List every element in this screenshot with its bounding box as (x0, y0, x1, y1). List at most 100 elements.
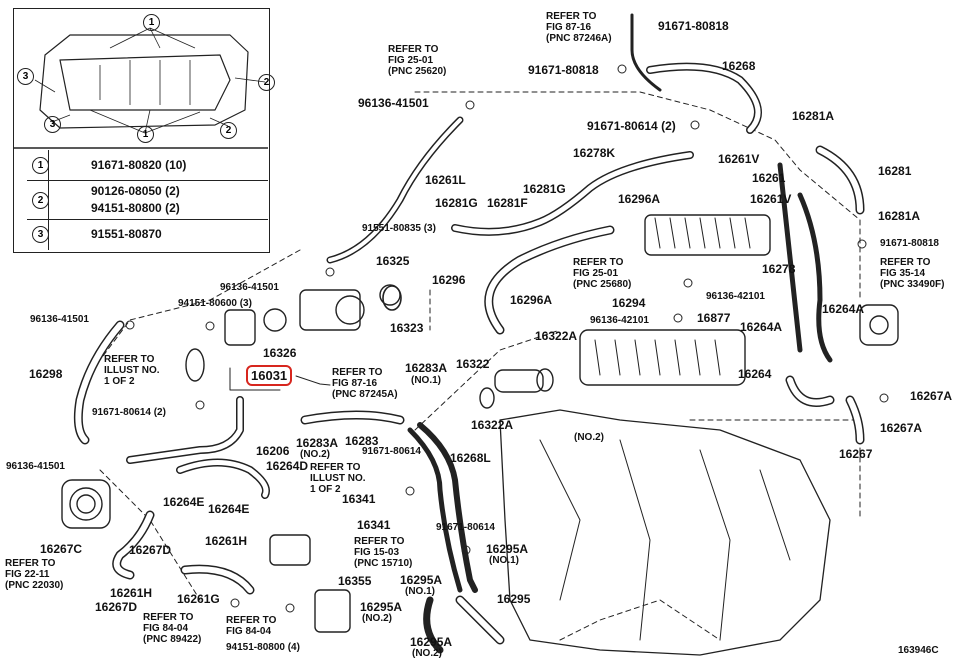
part-label[interactable]: 16206 (256, 444, 290, 458)
part-label[interactable]: 16261H (205, 534, 248, 548)
part-label[interactable]: 91671-80614 (2) (587, 119, 676, 133)
sub-label: (NO.2) (574, 432, 604, 443)
part-label[interactable]: 16295A (360, 600, 403, 614)
part-label[interactable]: 94151-80800 (4) (226, 642, 300, 653)
part-label[interactable]: 16267D (129, 543, 172, 557)
legend-part: 94151-80800 (2) (91, 201, 180, 215)
inset-callout: 2 (220, 122, 237, 139)
part-label[interactable]: 16296A (618, 192, 661, 206)
part-label[interactable]: 16267C (40, 542, 83, 556)
part-label[interactable]: 91671-80818 (658, 19, 729, 33)
part-label[interactable]: 16268L (450, 451, 491, 465)
refer-note[interactable]: REFER TO FIG 35-14 (PNC 33490F) (880, 257, 945, 290)
legend-row-1: 1 91671-80820 (10) (27, 150, 268, 181)
sub-label: (NO.2) (300, 449, 330, 460)
part-label[interactable]: 16264 (738, 367, 772, 381)
legend-part: 91671-80820 (10) (91, 158, 187, 172)
part-label[interactable]: 91671-80818 (880, 238, 939, 249)
part-label[interactable]: 16264E (163, 495, 205, 509)
refer-note[interactable]: REFER TO ILLUST NO. 1 OF 2 (310, 462, 366, 495)
part-label[interactable]: 91671-80614 (2) (92, 407, 166, 418)
part-label[interactable]: 16268 (722, 59, 756, 73)
part-label[interactable]: 16281G (435, 196, 478, 210)
part-label[interactable]: 96136-41501 (220, 282, 279, 293)
part-label[interactable]: 16325 (376, 254, 410, 268)
part-label[interactable]: 16326 (263, 346, 297, 360)
inset-legend-panel (13, 8, 270, 253)
part-label[interactable]: 91671-80614 (436, 522, 495, 533)
part-label[interactable]: 96136-42101 (590, 315, 649, 326)
refer-note[interactable]: REFER TO FIG 15-03 (PNC 15710) (354, 536, 413, 569)
part-label[interactable]: 16322A (535, 329, 578, 343)
part-label[interactable]: 96136-42101 (706, 291, 765, 302)
part-label[interactable]: 16261 (752, 171, 786, 185)
part-label[interactable]: 16283A (405, 361, 448, 375)
inset-callout: 2 (258, 74, 275, 91)
legend-circle: 3 (32, 226, 49, 243)
part-label[interactable]: 16355 (338, 574, 372, 588)
sub-label: (NO.2) (412, 648, 442, 659)
part-label[interactable]: 91671-80818 (528, 63, 599, 77)
part-label[interactable]: 16281 (878, 164, 912, 178)
part-label[interactable]: 96136-41501 (358, 96, 429, 110)
part-label[interactable]: 16296 (432, 273, 466, 287)
refer-note[interactable]: REFER TO FIG 84-04 (PNC 89422) (143, 612, 202, 645)
refer-note[interactable]: REFER TO FIG 25-01 (PNC 25620) (388, 44, 447, 77)
part-label[interactable]: 16877 (697, 311, 731, 325)
part-label[interactable]: 16283 (345, 434, 379, 448)
highlighted-part-label[interactable]: 16031 (246, 365, 293, 386)
part-label[interactable]: 16281G (523, 182, 566, 196)
part-label[interactable]: 16264A (822, 302, 865, 316)
part-label[interactable]: 16261V (718, 152, 760, 166)
part-label[interactable]: 16264E (208, 502, 250, 516)
part-label[interactable]: 16341 (357, 518, 391, 532)
refer-note[interactable]: REFER TO FIG 84-04 (226, 615, 277, 637)
part-label[interactable]: 16296A (510, 293, 553, 307)
refer-note[interactable]: REFER TO FIG 87-16 (PNC 87246A) (546, 11, 612, 44)
part-label[interactable]: 91671-80614 (362, 446, 421, 457)
part-label[interactable]: 16281F (487, 196, 528, 210)
part-label[interactable]: 16298 (29, 367, 63, 381)
part-label[interactable]: 16295 (497, 592, 531, 606)
part-label[interactable]: 94151-80600 (3) (178, 298, 252, 309)
part-label[interactable]: 16322A (471, 418, 514, 432)
part-label[interactable]: 16267A (880, 421, 923, 435)
part-label[interactable]: 16283A (296, 436, 339, 450)
inset-callout: 3 (17, 68, 34, 85)
legend-circle: 2 (32, 192, 49, 209)
part-label[interactable]: 16294 (612, 296, 646, 310)
part-label[interactable]: 16261H (110, 586, 153, 600)
part-label[interactable]: 16295A (400, 573, 443, 587)
sub-label: (NO.2) (362, 613, 392, 624)
refer-note[interactable]: REFER TO FIG 25-01 (PNC 25680) (573, 257, 632, 290)
part-label[interactable]: 16278K (573, 146, 616, 160)
part-label[interactable]: 16281A (792, 109, 835, 123)
part-label[interactable]: 16323 (390, 321, 424, 335)
part-label[interactable]: 16281A (878, 209, 921, 223)
part-label[interactable]: 16278 (762, 262, 796, 276)
part-label[interactable]: 16261V (750, 192, 792, 206)
part-label[interactable]: 16261G (177, 592, 220, 606)
legend-part: 90126-08050 (2) (91, 184, 180, 198)
refer-note[interactable]: REFER TO FIG 22-11 (PNC 22030) (5, 558, 64, 591)
part-label[interactable]: 91551-80835 (3) (362, 223, 436, 234)
part-label[interactable]: 16267 (839, 447, 873, 461)
part-label[interactable]: 16322 (456, 357, 490, 371)
legend-row-2: 2 90126-08050 (2) 94151-80800 (2) (27, 181, 268, 220)
part-label[interactable]: 16261L (425, 173, 466, 187)
part-label[interactable]: 16267D (95, 600, 138, 614)
legend-part: 91551-80870 (91, 227, 162, 241)
part-label[interactable]: 16295A (486, 542, 529, 556)
refer-note[interactable]: REFER TO FIG 87-16 (PNC 87245A) (332, 367, 398, 400)
part-label[interactable]: 16341 (342, 492, 376, 506)
part-label[interactable]: 16264A (740, 320, 783, 334)
part-label[interactable]: 96136-41501 (6, 461, 65, 472)
inset-callout: 1 (143, 14, 160, 31)
part-label[interactable]: 16267A (910, 389, 953, 403)
part-label[interactable]: 16295A (410, 635, 453, 649)
part-label[interactable]: 96136-41501 (30, 314, 89, 325)
refer-note[interactable]: REFER TO ILLUST NO. 1 OF 2 (104, 354, 160, 387)
part-label[interactable]: 16264D (266, 459, 309, 473)
